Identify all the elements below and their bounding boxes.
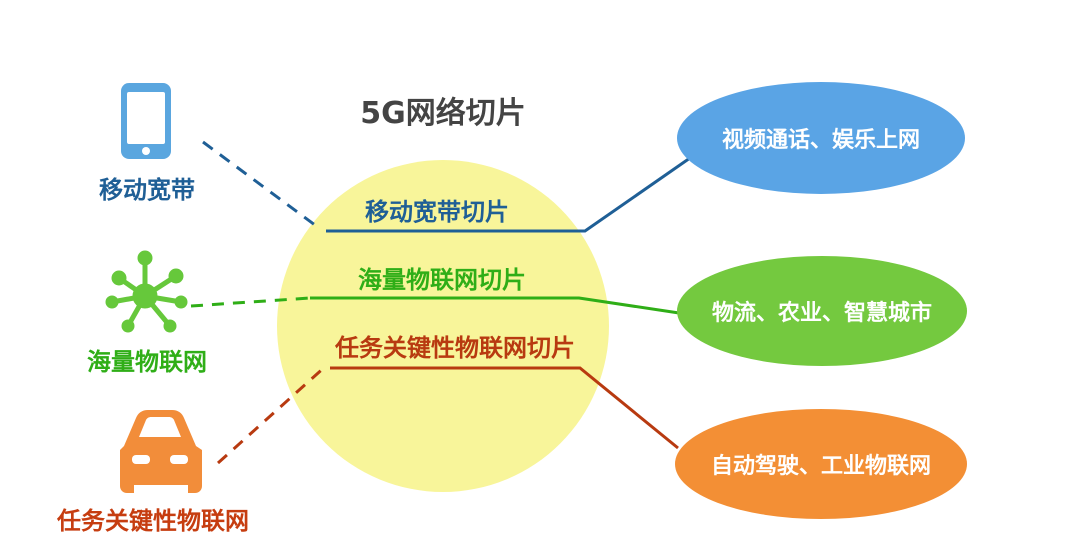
right-node-label-video-entertainment: 视频通话、娱乐上网 xyxy=(722,127,920,153)
car-icon xyxy=(120,410,202,493)
slice-line-critical-iot xyxy=(330,366,679,450)
slice-circle xyxy=(277,160,609,492)
left-node-label-critical-iot: 任务关键性物联网 xyxy=(56,507,249,535)
slice-line-mobile-broadband xyxy=(326,156,691,233)
left-node-label-massive-iot: 海量物联网 xyxy=(87,348,207,376)
slice-line-massive-iot xyxy=(310,296,680,315)
right-node-autonomous-industrial-iot xyxy=(675,409,967,519)
right-node-logistics-smart-city xyxy=(677,256,967,366)
right-node-label-autonomous-industrial-iot: 自动驾驶、工业物联网 xyxy=(711,453,931,479)
left-connector-mobile-broadband xyxy=(202,140,320,230)
right-node-label-logistics-smart-city: 物流、农业、智慧城市 xyxy=(712,300,932,326)
network-node-icon xyxy=(105,250,188,333)
smartphone-icon xyxy=(121,83,171,159)
slice-label-massive-iot: 海量物联网切片 xyxy=(358,266,526,294)
left-node-label-mobile-broadband: 移动宽带 xyxy=(99,176,195,204)
slice-label-mobile-broadband: 移动宽带切片 xyxy=(365,198,509,226)
left-connector-critical-iot xyxy=(216,363,329,465)
slice-label-critical-iot: 任务关键性物联网切片 xyxy=(334,334,575,362)
diagram-title: 5G网络切片 xyxy=(360,96,526,131)
right-node-video-entertainment xyxy=(677,82,965,194)
